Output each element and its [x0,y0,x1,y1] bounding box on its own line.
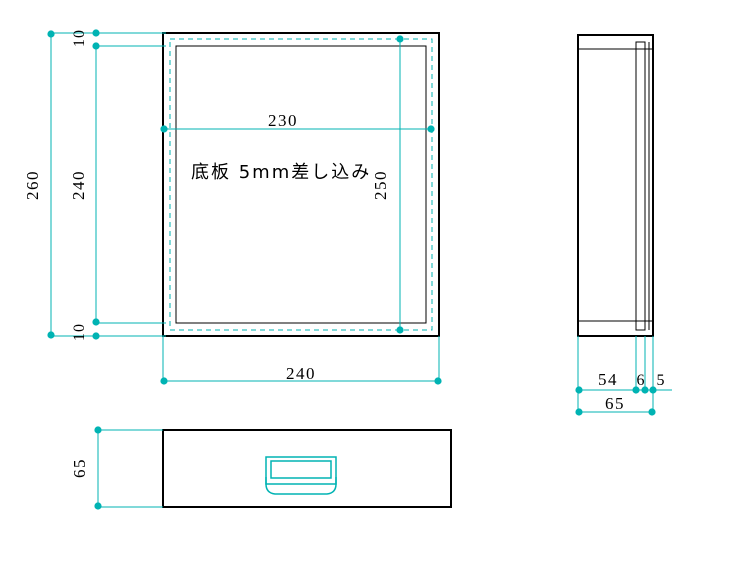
dim-5-label: 5 [657,372,666,389]
dim-top-offset-10: 10 [51,29,100,47]
dim-240-dot-top [92,42,100,50]
dim-10-top-dot [92,29,100,37]
note-bottom-panel: 底板 5mm差し込み [191,162,371,183]
front-view-outer-rect [162,32,440,337]
dim-65-dot-left [575,408,583,416]
dim-overall-height-260: 260 [23,30,55,339]
handle-detail [265,456,337,495]
dim-260-label: 260 [23,170,42,200]
dim-230-dot-right [427,125,435,133]
dim-240-dot-bottom [92,318,100,326]
dim-overall-width-240: 240 [160,336,442,385]
side-view [577,34,654,337]
side-view-dimension-chain: 54 6 5 65 [575,336,672,416]
dim-inner-width-230: 230 [160,111,435,133]
front-view [162,32,440,337]
dim-240-width-label: 240 [286,364,316,383]
front-view-hidden-panel [169,38,433,331]
dim-inner-depth-250: 250 [371,35,404,334]
dim-260-dot-top [47,30,55,38]
dim-10-bottom-label: 10 [71,323,88,341]
dim-240-width-dot-left [160,377,168,385]
dim-bv-65-label: 65 [70,458,89,478]
dim-bottom-view-height-65: 65 [70,426,163,510]
side-view-outer-rect [577,34,654,337]
dim-230-dot-left [160,125,168,133]
handle-rounded-base [265,477,337,495]
dim-260-dot-bottom [47,331,55,339]
dim-6-label: 6 [637,372,646,389]
dim-chain-dot-3 [649,386,657,394]
dim-240-width-dot-right [434,377,442,385]
dim-bv-65-dot-top [94,426,102,434]
bottom-view [162,429,452,508]
left-extension-lines [96,32,166,337]
dim-bv-65-dot-bottom [94,502,102,510]
bottom-view-outer-rect [162,429,452,508]
dim-65-dot-right [648,408,656,416]
dim-230-label: 230 [268,111,298,130]
dim-10-bottom-dot [92,332,100,340]
dim-65-label: 65 [605,394,625,413]
dim-chain-dot-2 [641,386,649,394]
handle-outer-rect [265,456,337,485]
dim-inner-height-240: 240 [69,42,100,326]
dim-54-label: 54 [598,370,618,389]
dim-240-label: 240 [69,170,88,200]
dim-chain-dot-1 [632,386,640,394]
dim-bottom-offset-10: 10 [51,323,100,341]
handle-inner-rect [270,460,332,479]
dim-250-dot-top [396,35,404,43]
dim-250-label: 250 [371,170,390,200]
dim-chain-dot-0 [575,386,583,394]
dim-250-dot-bottom [396,326,404,334]
side-view-back-panel [635,41,646,331]
dim-10-top-label: 10 [71,29,88,47]
